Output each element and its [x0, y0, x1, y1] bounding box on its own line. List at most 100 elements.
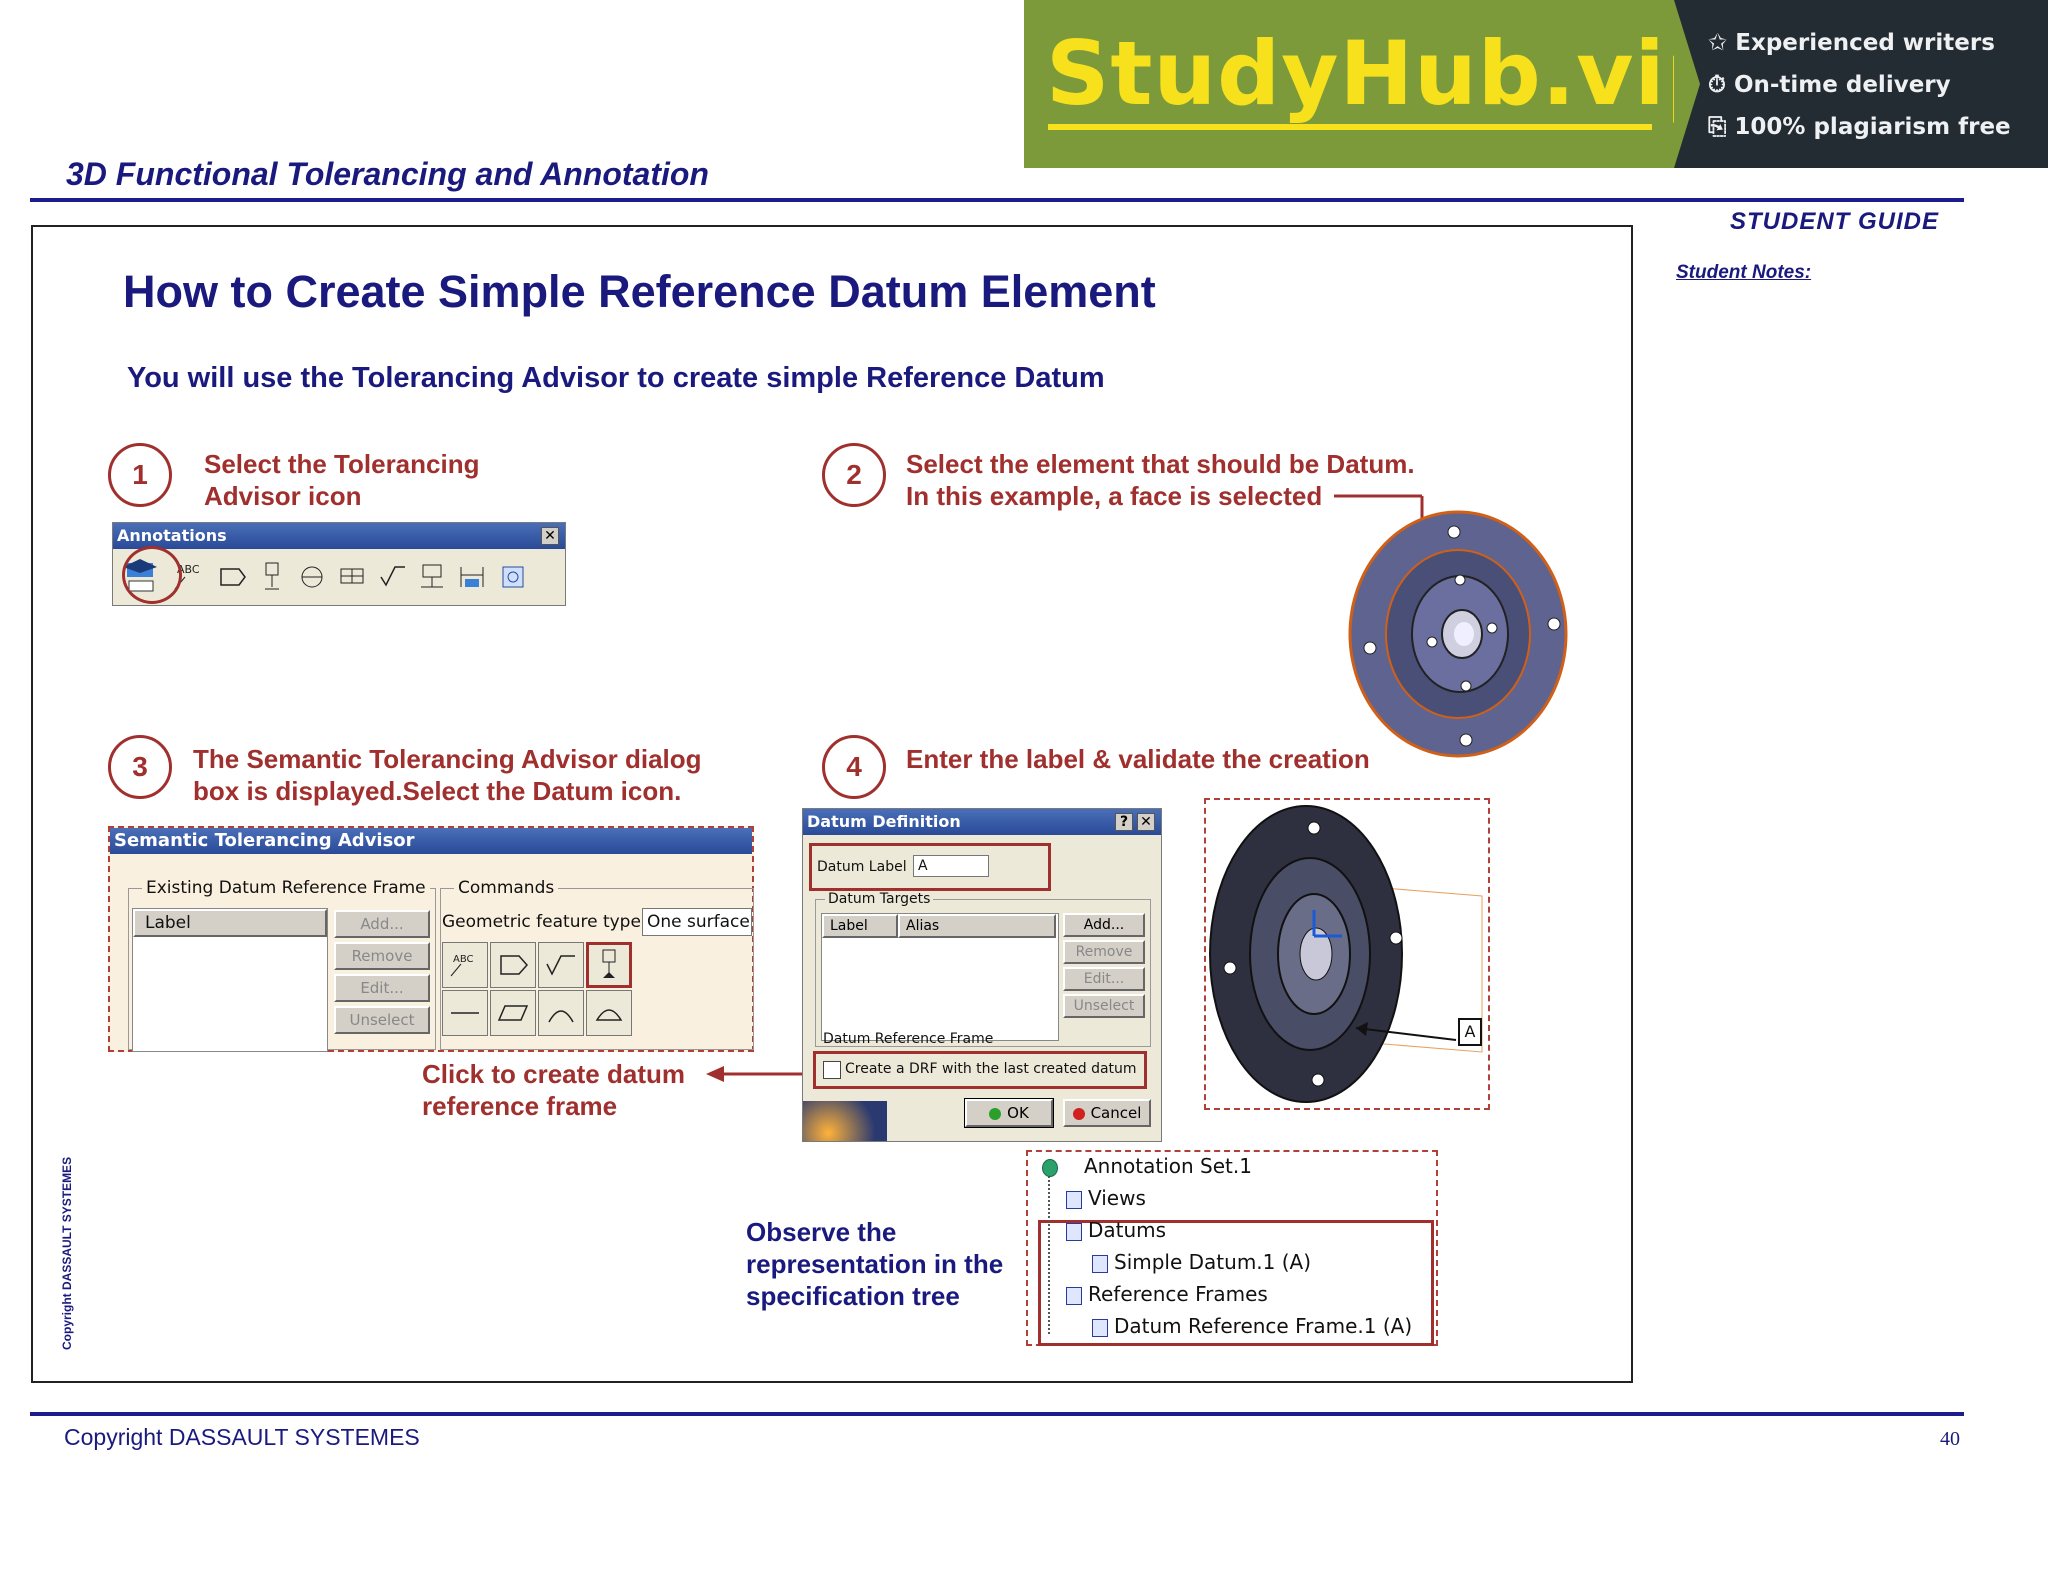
tree-item-views[interactable]: Views: [1066, 1186, 1146, 1210]
banner-brand-panel: StudyHub.vip: [1024, 0, 1729, 168]
views-icon: [1066, 1190, 1082, 1209]
drf-list-header-label[interactable]: Label: [133, 909, 327, 937]
commands-caption: Commands: [454, 878, 559, 898]
datum-definition-title: Datum Definition: [807, 812, 961, 831]
step-4-badge: 4: [822, 735, 886, 799]
drf-checkbox-highlight: [813, 1051, 1147, 1089]
roughness-icon[interactable]: [377, 559, 407, 595]
tree-label-views: Views: [1088, 1186, 1146, 1210]
tree-label-reference-frames: Reference Frames: [1088, 1282, 1268, 1306]
brand-logo: StudyHub.vip: [1046, 22, 1730, 125]
datum-label-tag[interactable]: A: [1458, 1018, 1482, 1046]
edit-button[interactable]: Edit...: [334, 974, 430, 1002]
step-3-line2: box is displayed.Select the Datum icon.: [193, 776, 682, 806]
unselect-button[interactable]: Unselect: [334, 1006, 430, 1034]
annotations-toolbar-title: Annotations: [117, 526, 227, 545]
flag-command-icon[interactable]: [490, 942, 536, 988]
profile-line-icon[interactable]: [538, 990, 584, 1036]
roughness-table-icon[interactable]: [337, 559, 367, 595]
datum-targets-group: [815, 899, 1151, 1047]
datum-label-highlight: [809, 843, 1051, 891]
document-title: 3D Functional Tolerancing and Annotation: [66, 156, 709, 192]
footer-rule: [30, 1412, 1964, 1416]
datums-icon: [1066, 1222, 1082, 1241]
view-capture-icon[interactable]: [497, 559, 527, 595]
step-1-text: Select the Tolerancing Advisor icon: [204, 448, 479, 512]
datum-icon: [1092, 1254, 1108, 1273]
svg-text:ABC: ABC: [453, 954, 474, 965]
dimension-icon[interactable]: [457, 559, 487, 595]
tree-item-datums[interactable]: Datums: [1066, 1218, 1166, 1242]
part-face-selected: [1348, 510, 1568, 758]
feature-experienced-writers: ✩ Experienced writers: [1708, 30, 1995, 56]
header-rule: [30, 198, 1964, 202]
tree-item-drf[interactable]: Datum Reference Frame.1 (A): [1092, 1314, 1412, 1338]
annotations-toolbar: Annotations ✕ ABC: [112, 522, 566, 606]
targets-add-button[interactable]: Add...: [1063, 913, 1145, 937]
targets-col-label[interactable]: Label: [822, 914, 898, 938]
close-icon[interactable]: ✕: [1137, 813, 1155, 831]
tree-item-simple-datum[interactable]: Simple Datum.1 (A): [1092, 1250, 1311, 1274]
feature-on-time-delivery: ⏱ On-time delivery: [1708, 72, 1951, 98]
tree-item-annotation-set[interactable]: Annotation Set.1: [1042, 1154, 1252, 1178]
promo-banner[interactable]: StudyHub.vip ✩ Experienced writers ⏱ On-…: [1024, 0, 2048, 168]
datum-definition-titlebar: Datum Definition ? ✕: [803, 809, 1161, 835]
student-guide-label: STUDENT GUIDE: [1730, 208, 1940, 235]
observe-line3: specification tree: [746, 1281, 960, 1311]
cancel-label: Cancel: [1090, 1104, 1142, 1122]
ok-icon: [989, 1107, 1002, 1120]
ok-button[interactable]: OK: [964, 1098, 1054, 1128]
click-drf-line1: Click to create datum: [422, 1059, 685, 1089]
feature-type-field[interactable]: One surface: [642, 908, 752, 936]
click-drf-arrow: [706, 1066, 814, 1082]
click-drf-line2: reference frame: [422, 1091, 618, 1121]
add-button[interactable]: Add...: [334, 910, 430, 938]
help-icon[interactable]: ?: [1115, 813, 1133, 831]
observe-line1: Observe the: [746, 1217, 897, 1247]
datum-feature-icon[interactable]: [257, 559, 287, 595]
page-number: 40: [1940, 1428, 1960, 1450]
step-2-line2: In this example, a face is selected: [906, 481, 1323, 511]
datum-targets-list[interactable]: Label Alias: [821, 913, 1059, 1041]
profile-surface-icon[interactable]: [586, 990, 632, 1036]
svg-text:ABC: ABC: [177, 563, 200, 576]
targets-col-alias[interactable]: Alias: [898, 914, 1056, 938]
remove-button[interactable]: Remove: [334, 942, 430, 970]
datum-label-caption: Datum Label: [817, 859, 907, 875]
flatness-icon[interactable]: [490, 990, 536, 1036]
straightness-icon[interactable]: [442, 990, 488, 1036]
cancel-button[interactable]: Cancel: [1063, 1099, 1151, 1127]
banner-arrow: [1674, 0, 1700, 168]
geometrical-tolerance-icon[interactable]: [297, 559, 327, 595]
observe-line2: representation in the: [746, 1249, 1004, 1279]
text-command-icon[interactable]: ABC: [442, 942, 488, 988]
flag-note-icon[interactable]: [213, 559, 247, 595]
side-copyright: Copyright DASSAULT SYSTEMES: [60, 1156, 74, 1350]
roughness-command-icon[interactable]: [538, 942, 584, 988]
advisor-dialog: Semantic Tolerancing Advisor Existing Da…: [108, 826, 754, 1052]
tolerancing-advisor-highlight: [122, 546, 182, 604]
feature-type-label: Geometric feature type: [442, 912, 641, 932]
step-4-line1: Enter the label & validate the creation: [906, 744, 1370, 774]
close-icon[interactable]: ✕: [541, 527, 559, 545]
cancel-icon: [1072, 1107, 1085, 1120]
targets-remove-button[interactable]: Remove: [1063, 940, 1145, 964]
drf-group-caption: Datum Reference Frame: [823, 1031, 994, 1047]
annotation-set-icon: [1042, 1158, 1058, 1177]
targets-edit-button[interactable]: Edit...: [1063, 967, 1145, 991]
tree-item-reference-frames[interactable]: Reference Frames: [1066, 1282, 1268, 1306]
drf-checkbox[interactable]: [823, 1061, 841, 1079]
step-2-text: Select the element that should be Datum.…: [906, 448, 1415, 512]
step-1-badge: 1: [108, 443, 172, 507]
drf-checkbox-label: Create a DRF with the last created datum: [845, 1061, 1137, 1077]
drf-list[interactable]: Label: [132, 908, 328, 1052]
datum-definition-dialog: Datum Definition ? ✕ Datum Label A Datum…: [802, 808, 1162, 1142]
datum-command-icon[interactable]: [586, 942, 632, 988]
datum-target-icon[interactable]: [417, 559, 447, 595]
datum-label-input[interactable]: A: [913, 855, 989, 877]
ok-label: OK: [1007, 1104, 1029, 1122]
targets-unselect-button[interactable]: Unselect: [1063, 994, 1145, 1018]
advisor-titlebar: Semantic Tolerancing Advisor: [110, 828, 752, 854]
part-datum-view: A: [1204, 798, 1490, 1110]
click-drf-callout: Click to create datum reference frame: [422, 1058, 685, 1122]
